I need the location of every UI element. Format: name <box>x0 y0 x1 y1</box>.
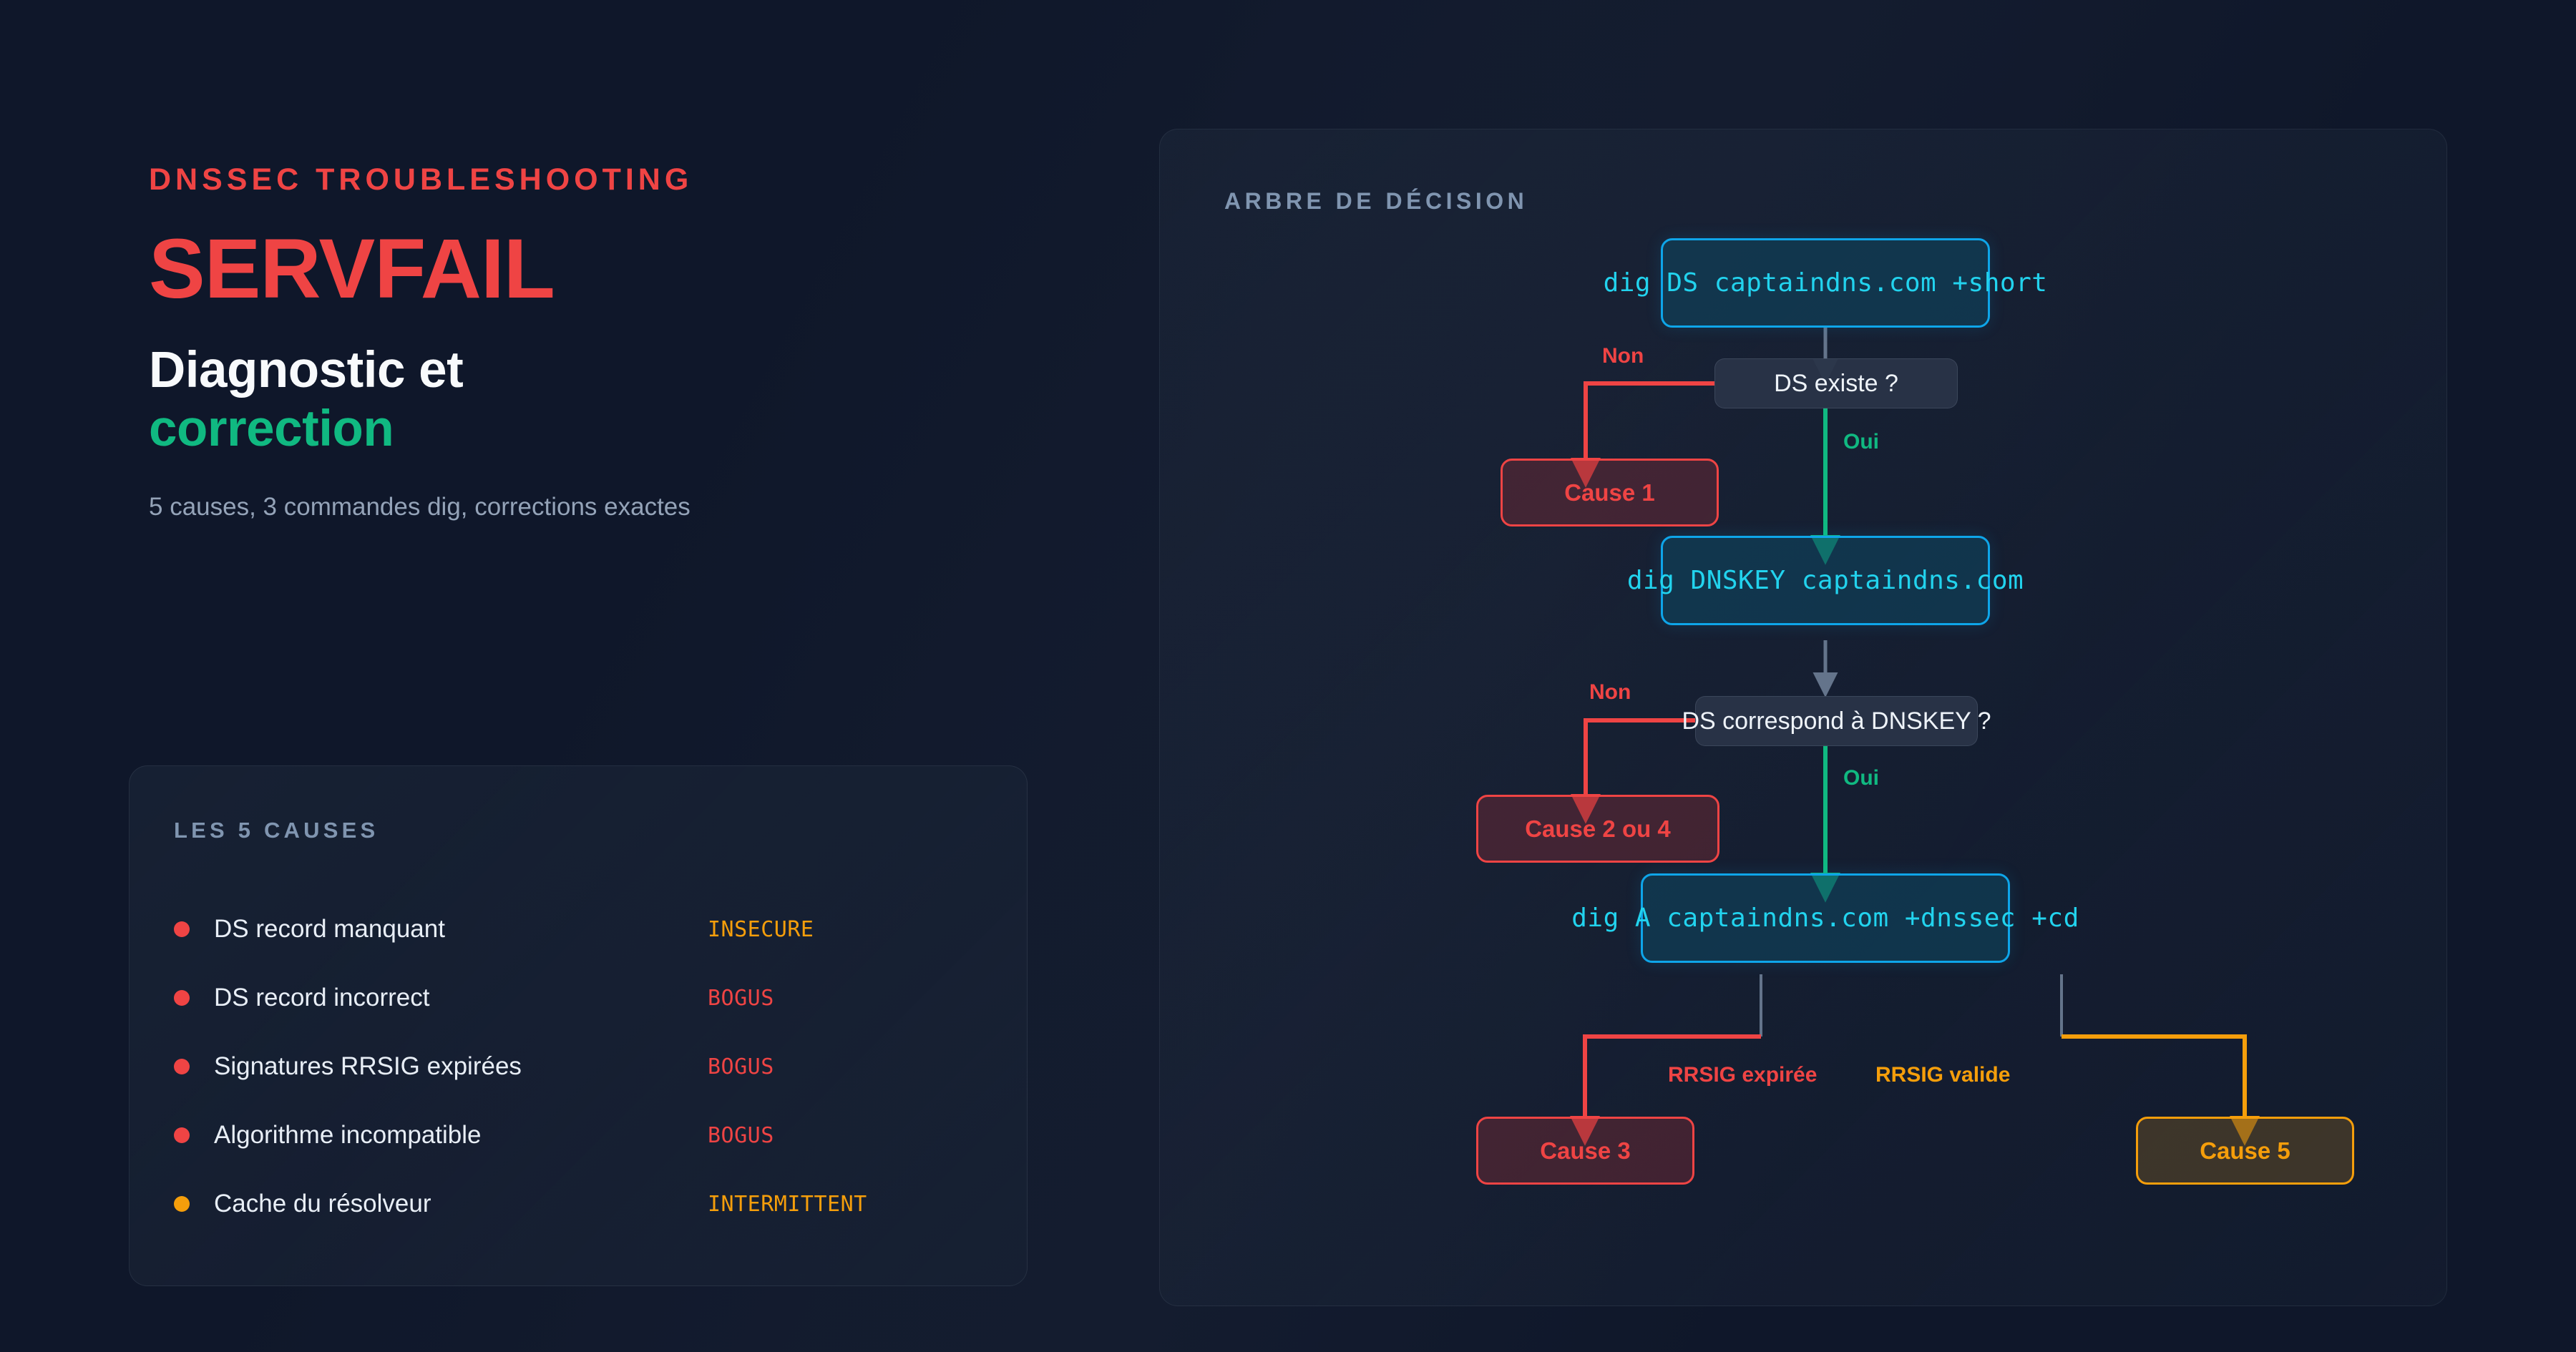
outcome-box-cause-5[interactable]: Cause 5 <box>2136 1117 2354 1185</box>
status-badge: BOGUS <box>708 1122 774 1148</box>
status-badge: INTERMITTENT <box>708 1191 867 1217</box>
command-box-dig-ds[interactable]: dig DS captaindns.com +short <box>1604 238 2047 328</box>
subtitle-text: 5 causes, 3 commandes dig, corrections e… <box>149 492 691 521</box>
outcome-box-cause-2-or-4[interactable]: Cause 2 ou 4 <box>1476 795 1719 863</box>
cause-label: Signatures RRSIG expirées <box>214 1052 522 1080</box>
outcome-text: Cause 3 <box>1540 1137 1631 1164</box>
status-badge: BOGUS <box>708 985 774 1011</box>
eyebrow-label: DNSSEC TROUBLESHOOTING <box>149 162 693 197</box>
decision-text: DS correspond à DNSKEY ? <box>1682 707 1991 735</box>
causes-list: DS record manquant INSECURE DS record in… <box>174 895 985 1238</box>
edge-label-oui-2: Oui <box>1843 766 1879 790</box>
causes-card: LES 5 CAUSES DS record manquant INSECURE… <box>129 765 1028 1286</box>
headline-line-1: Diagnostic et <box>149 342 464 398</box>
decision-tree-panel: ARBRE DE DÉCISION <box>1159 129 2447 1306</box>
hero-section: DNSSEC TROUBLESHOOTING SERVFAIL Diagnost… <box>149 165 1050 523</box>
outcome-text: Cause 5 <box>2200 1137 2290 1164</box>
cause-label: DS record manquant <box>214 915 445 943</box>
bullet-dot-icon <box>174 921 190 937</box>
decision-node-ds-matches-dnskey: DS correspond à DNSKEY ? <box>1682 696 1991 746</box>
edge-label-non-2: Non <box>1589 680 1631 704</box>
bullet-dot-icon <box>174 1127 190 1143</box>
decision-tree-title: ARBRE DE DÉCISION <box>1224 188 1528 214</box>
edge-label-rrsig-expired: RRSIG expirée <box>1668 1063 1818 1087</box>
decision-text: DS existe ? <box>1774 369 1898 397</box>
bullet-dot-icon <box>174 990 190 1006</box>
cause-label: DS record incorrect <box>214 984 430 1011</box>
command-box-dig-a-dnssec[interactable]: dig A captaindns.com +dnssec +cd <box>1571 873 2079 963</box>
cause-label: Cache du résolveur <box>214 1190 431 1218</box>
outcome-text: Cause 2 ou 4 <box>1525 815 1671 842</box>
edge-label-rrsig-valid: RRSIG valide <box>1875 1063 2011 1087</box>
command-box-dig-dnskey[interactable]: dig DNSKEY captaindns.com <box>1627 536 2024 625</box>
command-text: dig DS captaindns.com +short <box>1603 268 2048 298</box>
command-text: dig A captaindns.com +dnssec +cd <box>1571 903 2079 933</box>
outcome-box-cause-1[interactable]: Cause 1 <box>1501 459 1719 526</box>
edge-label-non-1: Non <box>1602 344 1644 368</box>
list-item: Cache du résolveur INTERMITTENT <box>174 1170 985 1238</box>
headline-line-2: correction <box>149 401 394 458</box>
causes-card-title: LES 5 CAUSES <box>174 818 379 843</box>
status-badge: INSECURE <box>708 916 814 942</box>
decision-node-ds-exists: DS existe ? <box>1714 358 1958 408</box>
list-item: DS record manquant INSECURE <box>174 895 985 964</box>
list-item: Algorithme incompatible BOGUS <box>174 1101 985 1170</box>
cause-label: Algorithme incompatible <box>214 1121 482 1149</box>
list-item: DS record incorrect BOGUS <box>174 964 985 1032</box>
edge-label-oui-1: Oui <box>1843 430 1879 454</box>
page-title: SERVFAIL <box>149 222 555 316</box>
status-badge: BOGUS <box>708 1054 774 1079</box>
command-text: dig DNSKEY captaindns.com <box>1626 566 2024 595</box>
bullet-dot-icon <box>174 1059 190 1074</box>
outcome-text: Cause 1 <box>1564 479 1655 506</box>
bullet-dot-icon <box>174 1196 190 1212</box>
list-item: Signatures RRSIG expirées BOGUS <box>174 1032 985 1101</box>
outcome-box-cause-3[interactable]: Cause 3 <box>1476 1117 1694 1185</box>
